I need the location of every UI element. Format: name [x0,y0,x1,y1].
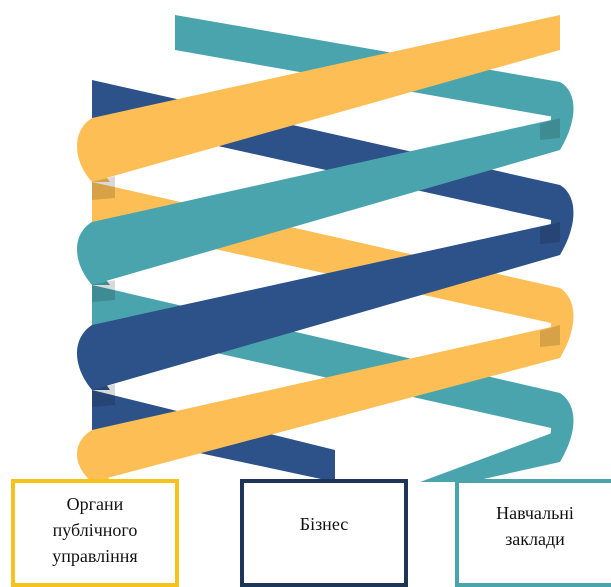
fold-shadow-5 [540,222,560,244]
public-authorities-box: Органи публічного управління [11,479,179,587]
gold-ribbon-front-1 [92,15,560,182]
fold-shadow-2 [92,280,115,302]
navy-ribbon-front-1 [92,222,560,390]
teal-ribbon-front-2 [420,430,560,482]
fold-shadow-3 [92,384,115,407]
educational-institutions-box: Навчальні заклади [455,479,611,587]
business-box: Бізнес [240,479,408,587]
educational-institutions-label: Навчальні заклади [496,502,574,549]
business-label: Бізнес [299,513,349,534]
public-authorities-label: Органи публічного управління [52,493,138,567]
teal-ribbon-front-1 [92,118,560,285]
helix-fold-shading [92,118,560,407]
fold-shadow-4 [540,118,560,140]
gold-ribbon-front-2 [92,325,560,482]
fold-shadow-1 [92,176,115,200]
fold-shadow-6 [540,325,560,347]
helix-front-segments [92,15,560,482]
